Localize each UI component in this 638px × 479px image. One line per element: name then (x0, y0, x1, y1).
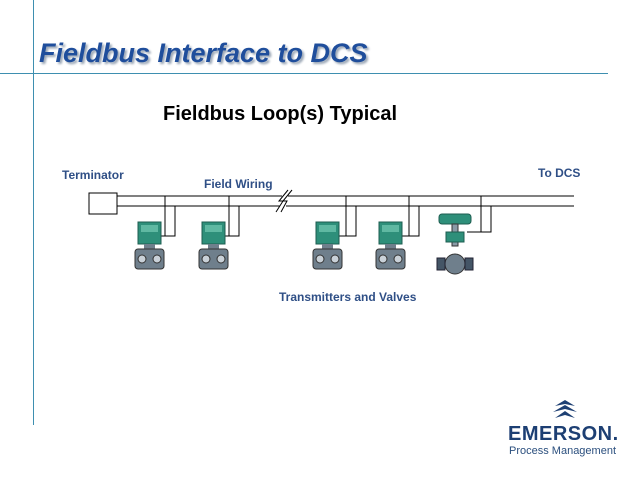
transmitter-icon (134, 221, 165, 270)
transmitter-icon (312, 221, 343, 270)
terminator-label: Terminator (62, 168, 124, 182)
fieldbus-trunk (117, 195, 574, 207)
to-dcs-label: To DCS (538, 166, 581, 180)
control-valve-icon (436, 213, 474, 275)
field-wiring-label: Field Wiring (204, 177, 273, 191)
transmitters-and-valves-label: Transmitters and Valves (279, 290, 417, 304)
emerson-logo-icon (553, 400, 577, 418)
transmitter-icon (198, 221, 229, 270)
terminator-box (88, 192, 118, 215)
frame-vertical-line (33, 0, 34, 425)
wiring-break-symbol (275, 189, 293, 213)
slide-title: Fieldbus Interface to DCS (39, 38, 368, 68)
transmitter-icon (375, 221, 406, 270)
drop-wires (158, 196, 492, 237)
diagram-subtitle: Fieldbus Loop(s) Typical (163, 103, 398, 125)
frame-horizontal-line (0, 73, 608, 74)
company-logo-text: EMERSON. (508, 423, 619, 445)
division-logo-text: Process Management (509, 445, 616, 457)
